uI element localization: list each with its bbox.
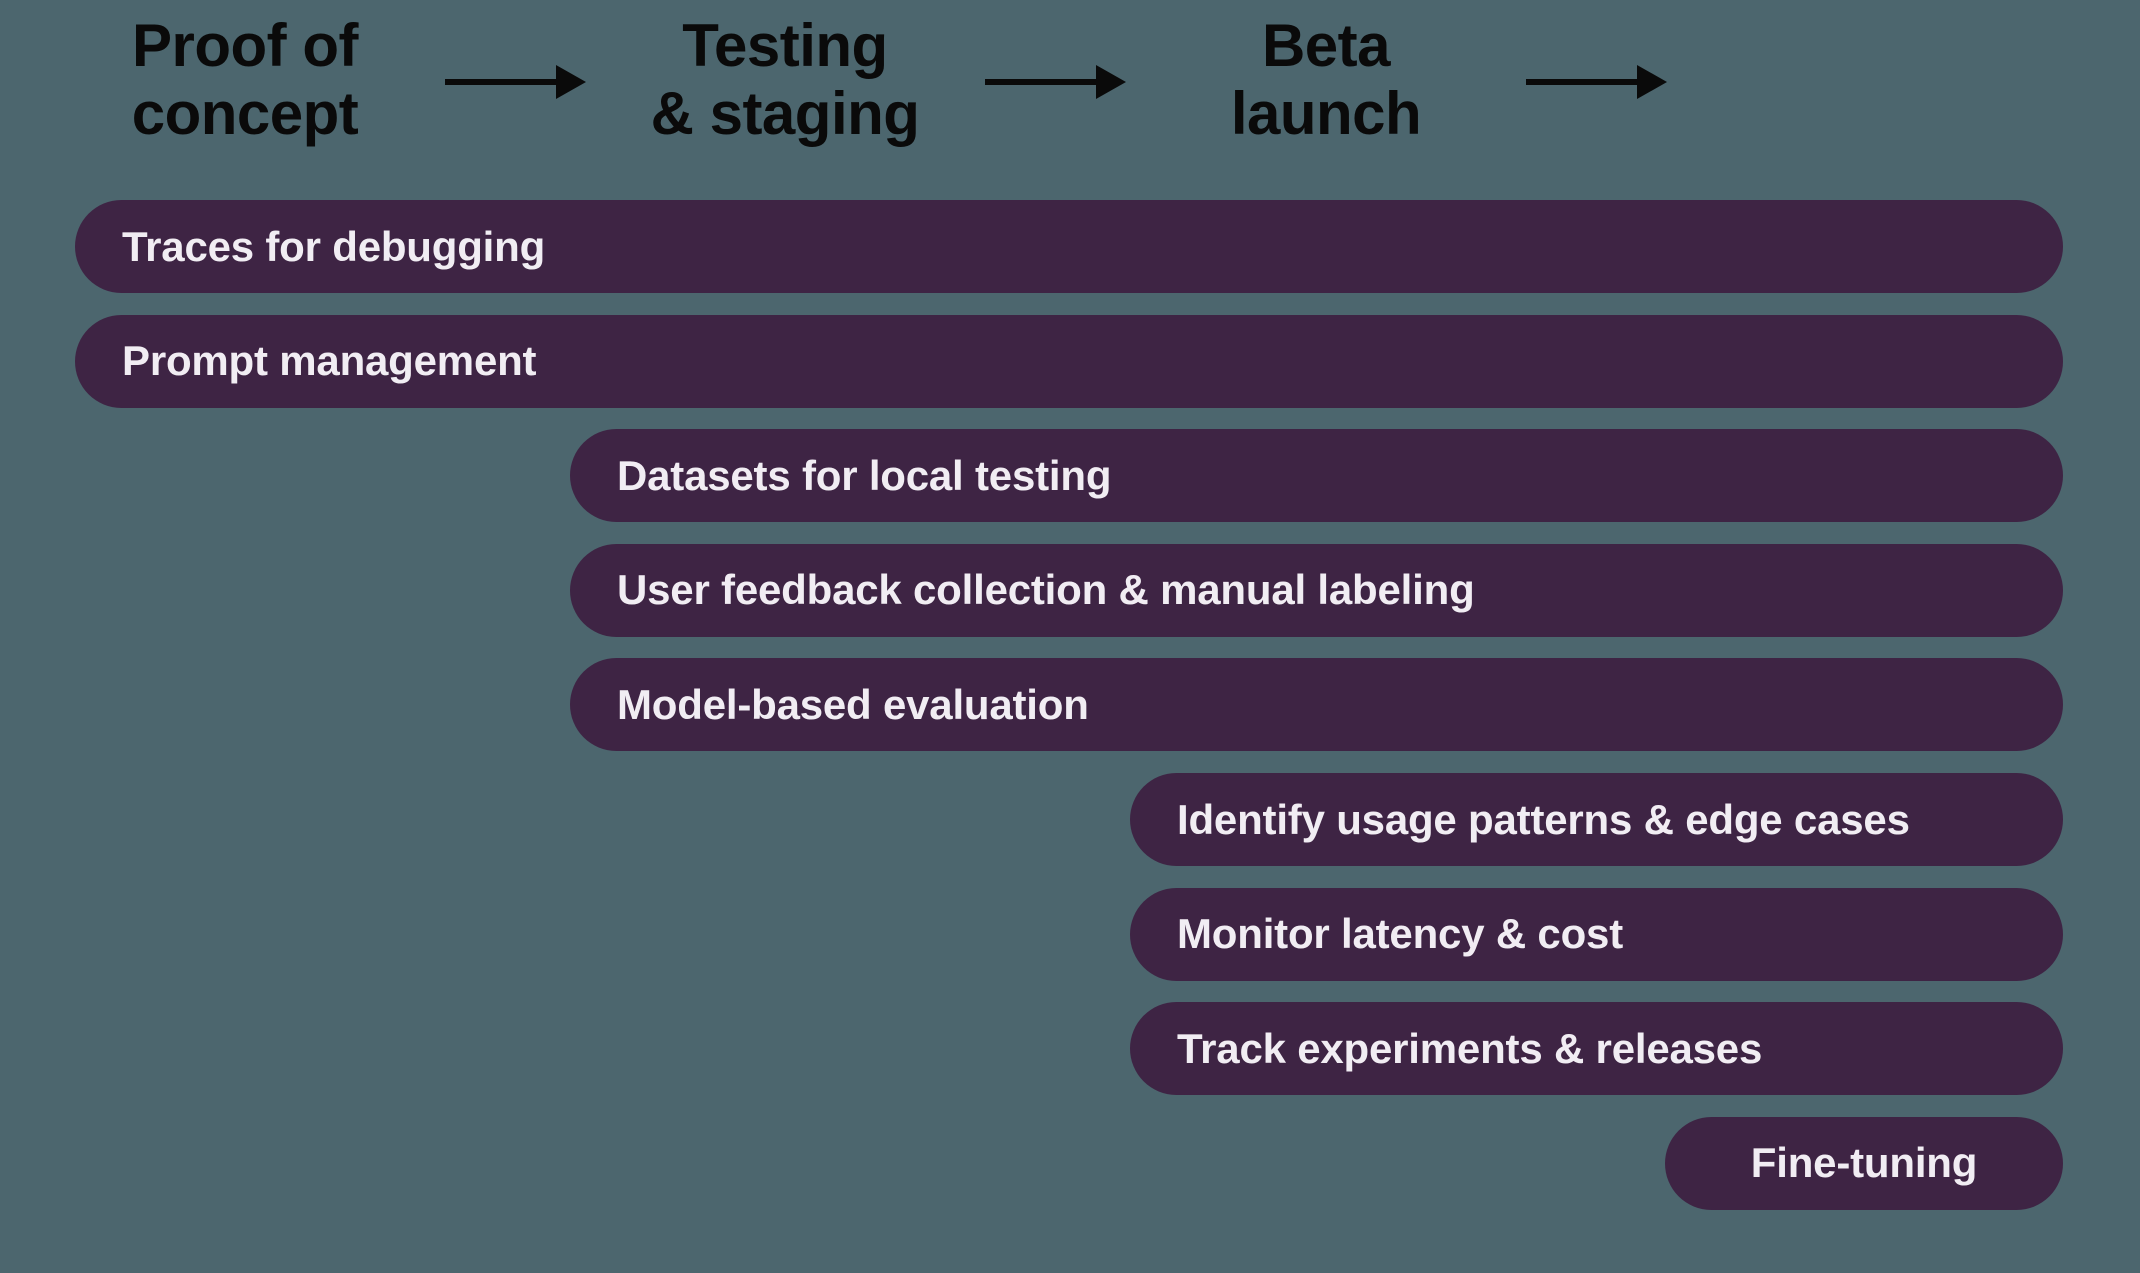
- stage-label-testing-staging: Testing & staging: [650, 12, 920, 147]
- task-bar: Monitor latency & cost: [1130, 887, 2063, 981]
- task-bar-label: Monitor latency & cost: [1177, 910, 1623, 958]
- right-arrow-icon: [985, 65, 1126, 99]
- right-arrow-icon: [1526, 65, 1667, 99]
- task-bar-label: Fine-tuning: [1750, 1139, 1978, 1187]
- task-bar-label: Datasets for local testing: [617, 451, 1112, 499]
- task-bar: Model-based evaluation: [570, 658, 2063, 752]
- task-bar-label: Track experiments & releases: [1177, 1024, 1763, 1072]
- task-bar: Fine-tuning: [1665, 1116, 2063, 1210]
- right-arrow-icon: [445, 65, 586, 99]
- arrow-line: [1526, 79, 1637, 85]
- task-bar: Track experiments & releases: [1130, 1002, 2063, 1096]
- stage-label-proof-of-concept: Proof of concept: [131, 12, 359, 147]
- task-bar-label: Model-based evaluation: [617, 680, 1089, 728]
- task-bar-label: Prompt management: [122, 337, 537, 385]
- task-bar-label: Traces for debugging: [122, 222, 546, 270]
- task-bar: Traces for debugging: [75, 200, 2063, 293]
- arrow-head: [556, 65, 586, 99]
- task-bar: Identify usage patterns & edge cases: [1130, 773, 2063, 866]
- stage-label-beta-launch: Beta launch: [1230, 12, 1422, 147]
- arrow-line: [445, 79, 556, 85]
- arrow-head: [1096, 65, 1126, 99]
- arrow-head: [1637, 65, 1667, 99]
- task-bar: User feedback collection & manual labeli…: [570, 543, 2063, 637]
- task-bar-label: User feedback collection & manual labeli…: [617, 566, 1475, 614]
- task-bar-label: Identify usage patterns & edge cases: [1177, 795, 1910, 843]
- task-bar: Prompt management: [75, 314, 2063, 408]
- arrow-line: [985, 79, 1096, 85]
- task-bar: Datasets for local testing: [570, 429, 2063, 523]
